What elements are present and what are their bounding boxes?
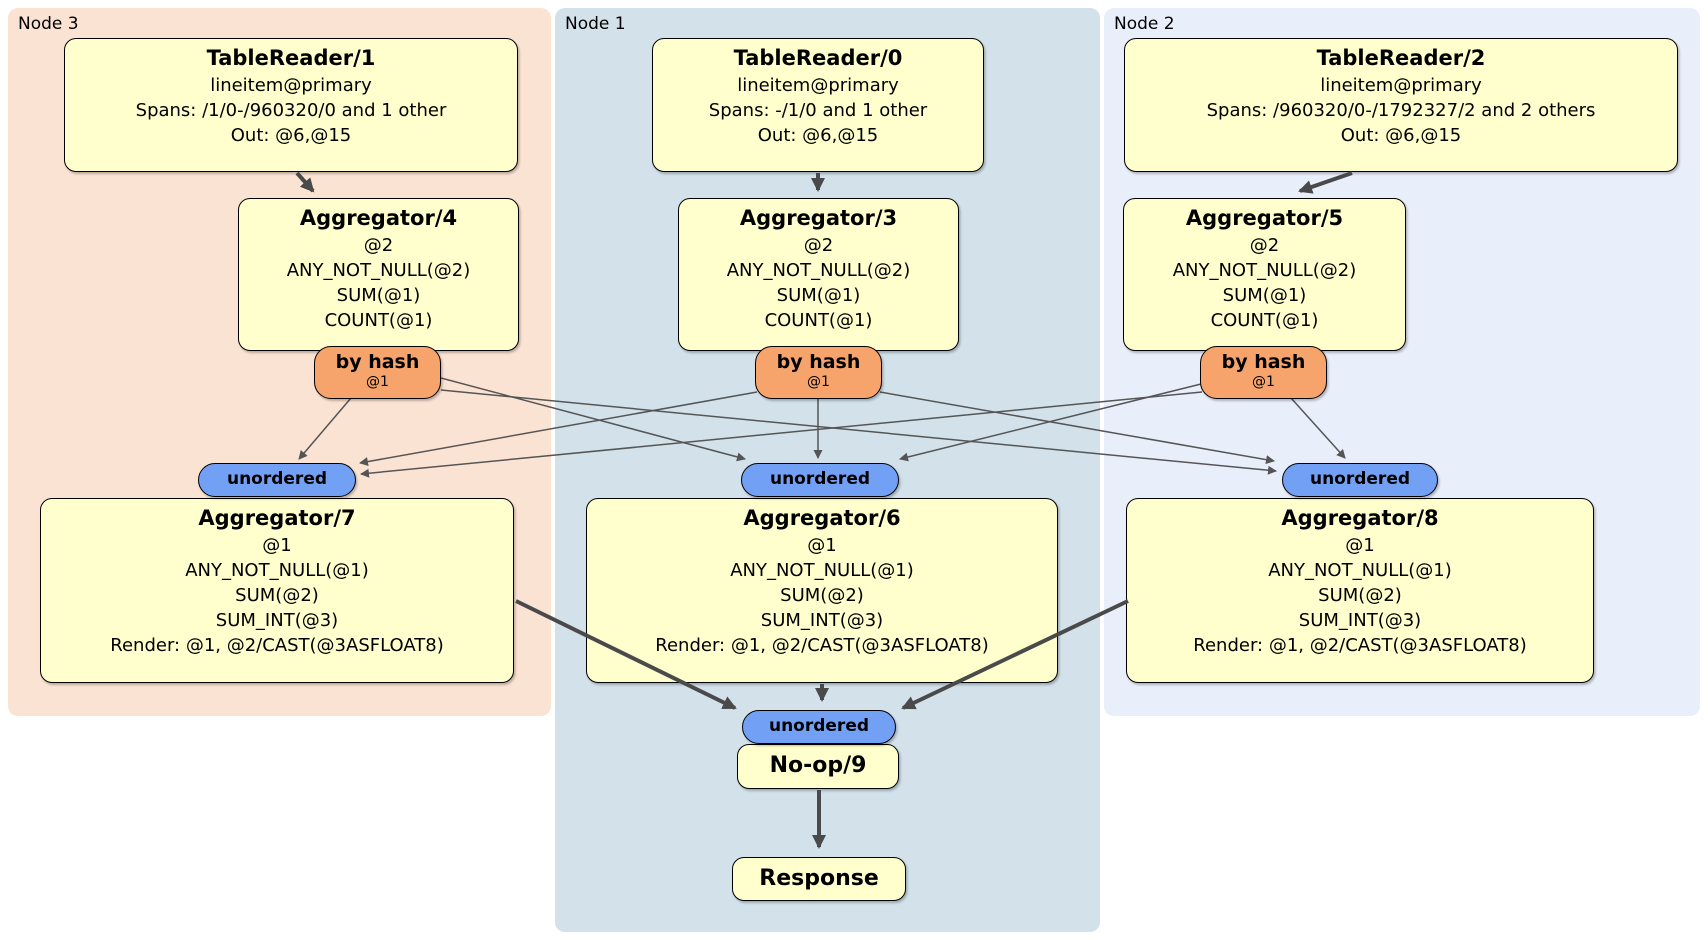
sync-unordered-9: unordered bbox=[742, 710, 896, 744]
sync-unordered-6: unordered bbox=[741, 463, 899, 497]
processor-detail: Spans: /1/0-/960320/0 and 1 other bbox=[135, 100, 447, 121]
processor-detail: ANY_NOT_NULL(@2) bbox=[286, 260, 471, 281]
router-label: by hash bbox=[1221, 351, 1306, 373]
processor-detail: Render: @1, @2/CAST(@3ASFLOAT8) bbox=[655, 635, 989, 656]
processor-detail: @2 bbox=[363, 235, 394, 256]
processor-detail: SUM(@1) bbox=[336, 285, 421, 306]
processor-detail: SUM(@2) bbox=[780, 585, 864, 606]
router-detail: @1 bbox=[807, 374, 830, 390]
router-by-hash-3: by hash @1 bbox=[755, 346, 882, 399]
router-by-hash-5: by hash @1 bbox=[1200, 346, 1327, 399]
processor-detail: Render: @1, @2/CAST(@3ASFLOAT8) bbox=[1193, 635, 1527, 656]
processor-title: Aggregator/7 bbox=[198, 506, 356, 530]
processor-detail: @1 bbox=[1345, 535, 1375, 556]
processor-detail: ANY_NOT_NULL(@1) bbox=[185, 560, 369, 581]
panel-node-1-label: Node 1 bbox=[565, 14, 626, 34]
processor-title: Aggregator/8 bbox=[1281, 506, 1439, 530]
processor-detail: lineitem@primary bbox=[1320, 75, 1482, 96]
processor-aggregator-4: Aggregator/4 @2 ANY_NOT_NULL(@2) SUM(@1)… bbox=[238, 198, 519, 351]
processor-tablereader-2: TableReader/2 lineitem@primary Spans: /9… bbox=[1124, 38, 1678, 172]
processor-aggregator-3: Aggregator/3 @2 ANY_NOT_NULL(@2) SUM(@1)… bbox=[678, 198, 959, 351]
sync-unordered-7: unordered bbox=[198, 463, 356, 497]
processor-detail: Spans: /960320/0-/1792327/2 and 2 others bbox=[1206, 100, 1596, 121]
processor-title: No-op/9 bbox=[769, 753, 867, 778]
processor-detail: SUM(@2) bbox=[235, 585, 319, 606]
panel-node-3-label: Node 3 bbox=[18, 14, 79, 34]
processor-detail: COUNT(@1) bbox=[1210, 310, 1319, 331]
processor-detail: COUNT(@1) bbox=[324, 310, 433, 331]
processor-detail: SUM_INT(@3) bbox=[760, 610, 884, 631]
processor-detail: SUM_INT(@3) bbox=[215, 610, 339, 631]
router-label: by hash bbox=[335, 351, 420, 373]
processor-title: Aggregator/4 bbox=[299, 206, 458, 230]
sync-unordered-8: unordered bbox=[1282, 463, 1438, 497]
processor-detail: Out: @6,@15 bbox=[757, 125, 879, 146]
router-by-hash-4: by hash @1 bbox=[314, 346, 441, 399]
processor-detail: @2 bbox=[803, 235, 834, 256]
processor-title: TableReader/2 bbox=[1316, 46, 1486, 70]
processor-detail: COUNT(@1) bbox=[764, 310, 873, 331]
processor-tablereader-0: TableReader/0 lineitem@primary Spans: -/… bbox=[652, 38, 984, 172]
processor-detail: @1 bbox=[807, 535, 837, 556]
panel-node-2-label: Node 2 bbox=[1114, 14, 1175, 34]
processor-response: Response bbox=[732, 857, 906, 901]
processor-title: Aggregator/3 bbox=[739, 206, 898, 230]
processor-detail: lineitem@primary bbox=[210, 75, 372, 96]
processor-title: TableReader/0 bbox=[733, 46, 903, 70]
processor-detail: SUM_INT(@3) bbox=[1298, 610, 1422, 631]
processor-detail: Out: @6,@15 bbox=[1340, 125, 1462, 146]
processor-detail: ANY_NOT_NULL(@2) bbox=[1172, 260, 1357, 281]
processor-noop-9: No-op/9 bbox=[737, 744, 899, 789]
processor-aggregator-8: Aggregator/8 @1 ANY_NOT_NULL(@1) SUM(@2)… bbox=[1126, 498, 1594, 683]
processor-aggregator-6: Aggregator/6 @1 ANY_NOT_NULL(@1) SUM(@2)… bbox=[586, 498, 1058, 683]
processor-title: TableReader/1 bbox=[206, 46, 376, 70]
router-label: by hash bbox=[776, 351, 861, 373]
processor-detail: SUM(@1) bbox=[1222, 285, 1307, 306]
processor-detail: SUM(@1) bbox=[776, 285, 861, 306]
processor-detail: Spans: -/1/0 and 1 other bbox=[708, 100, 928, 121]
processor-detail: Render: @1, @2/CAST(@3ASFLOAT8) bbox=[110, 635, 444, 656]
router-detail: @1 bbox=[1252, 374, 1275, 390]
processor-aggregator-7: Aggregator/7 @1 ANY_NOT_NULL(@1) SUM(@2)… bbox=[40, 498, 514, 683]
processor-detail: Out: @6,@15 bbox=[230, 125, 352, 146]
processor-title: Aggregator/5 bbox=[1185, 206, 1344, 230]
processor-detail: ANY_NOT_NULL(@1) bbox=[730, 560, 914, 581]
processor-detail: SUM(@2) bbox=[1318, 585, 1402, 606]
processor-aggregator-5: Aggregator/5 @2 ANY_NOT_NULL(@2) SUM(@1)… bbox=[1123, 198, 1406, 351]
router-detail: @1 bbox=[366, 374, 389, 390]
processor-detail: @1 bbox=[262, 535, 292, 556]
processor-title: Response bbox=[759, 866, 879, 891]
processor-detail: ANY_NOT_NULL(@2) bbox=[726, 260, 911, 281]
processor-detail: lineitem@primary bbox=[737, 75, 899, 96]
processor-tablereader-1: TableReader/1 lineitem@primary Spans: /1… bbox=[64, 38, 518, 172]
processor-detail: @2 bbox=[1249, 235, 1280, 256]
processor-title: Aggregator/6 bbox=[743, 506, 901, 530]
processor-detail: ANY_NOT_NULL(@1) bbox=[1268, 560, 1452, 581]
